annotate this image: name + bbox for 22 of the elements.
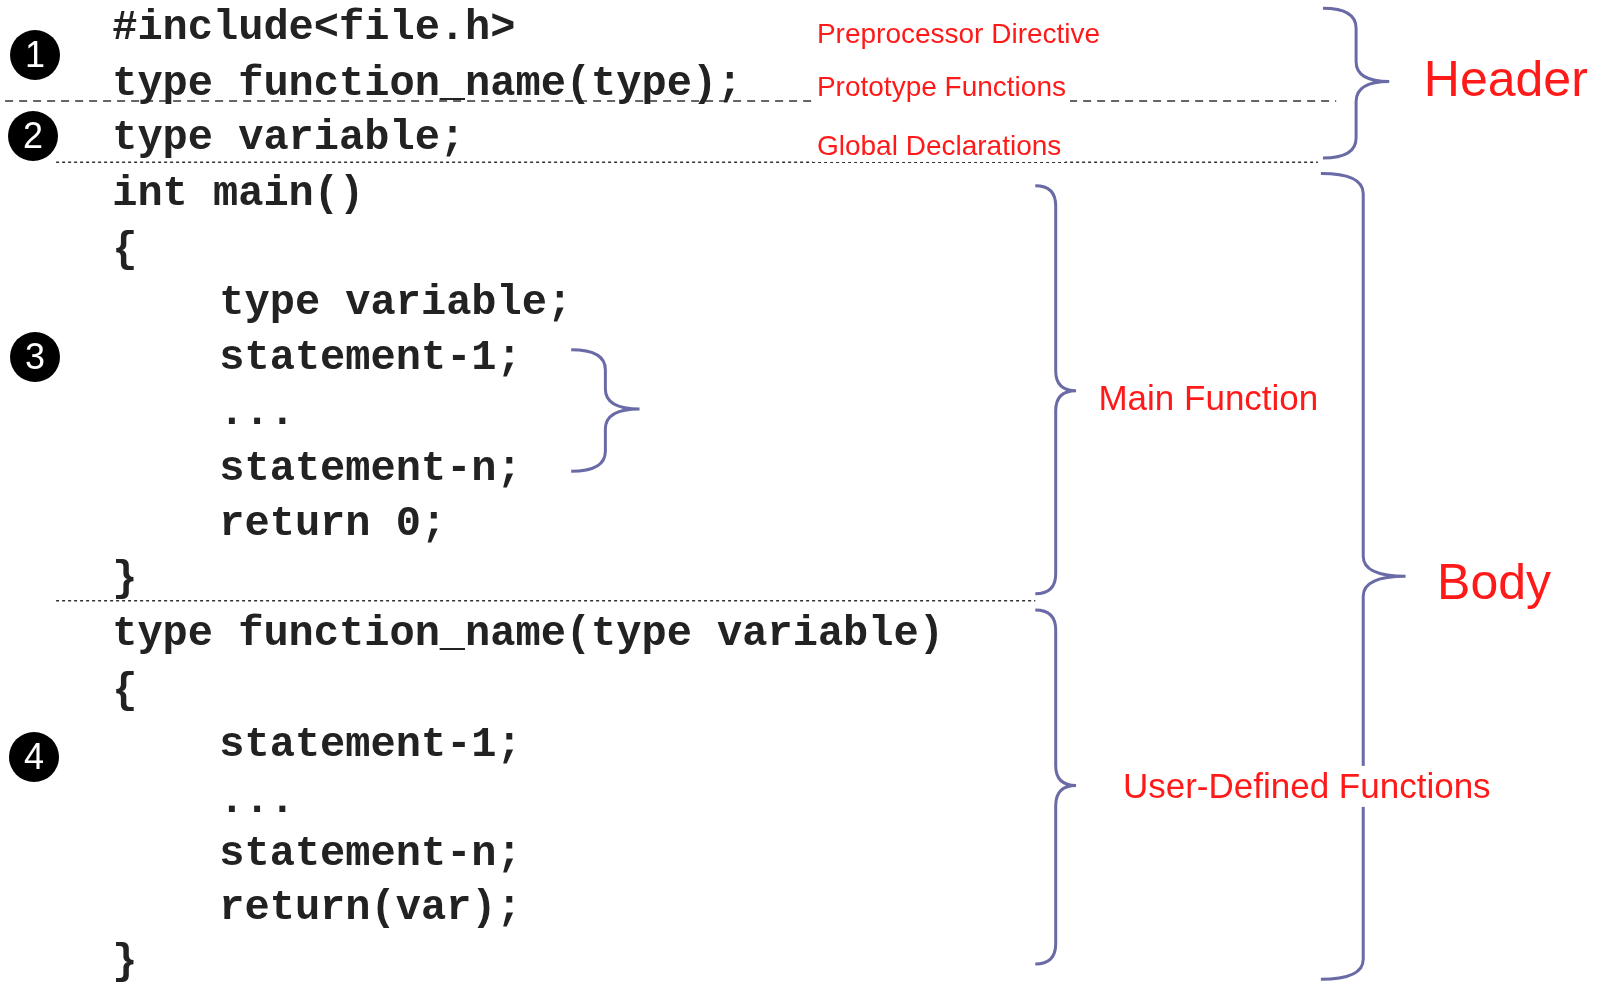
step-number: 4: [9, 732, 59, 782]
code-line: ...: [219, 390, 295, 437]
code-line: type variable;: [219, 279, 573, 327]
code-line: return 0;: [219, 501, 447, 548]
code-line: }: [112, 938, 138, 982]
step-number: 2: [8, 111, 58, 161]
code-line: {: [112, 667, 138, 714]
step-number: 1: [10, 30, 60, 80]
code-line: statement-1;: [219, 334, 522, 382]
code-line: {: [112, 226, 138, 273]
code-line: type function_name(type);: [112, 60, 743, 107]
code-line: #include<file.h>: [112, 4, 516, 51]
code-line: return(var);: [219, 884, 522, 931]
code-line: type variable;: [112, 114, 466, 161]
code-line: statement-n;: [219, 830, 522, 877]
code-line: }: [112, 556, 138, 603]
code-line: statement-1;: [219, 721, 522, 768]
step-number: 3: [10, 332, 60, 382]
code-line: ...: [219, 777, 295, 824]
code-line: statement-n;: [219, 446, 522, 493]
code-line: int main(): [112, 170, 365, 217]
code-line: type function_name(type variable): [112, 611, 944, 658]
